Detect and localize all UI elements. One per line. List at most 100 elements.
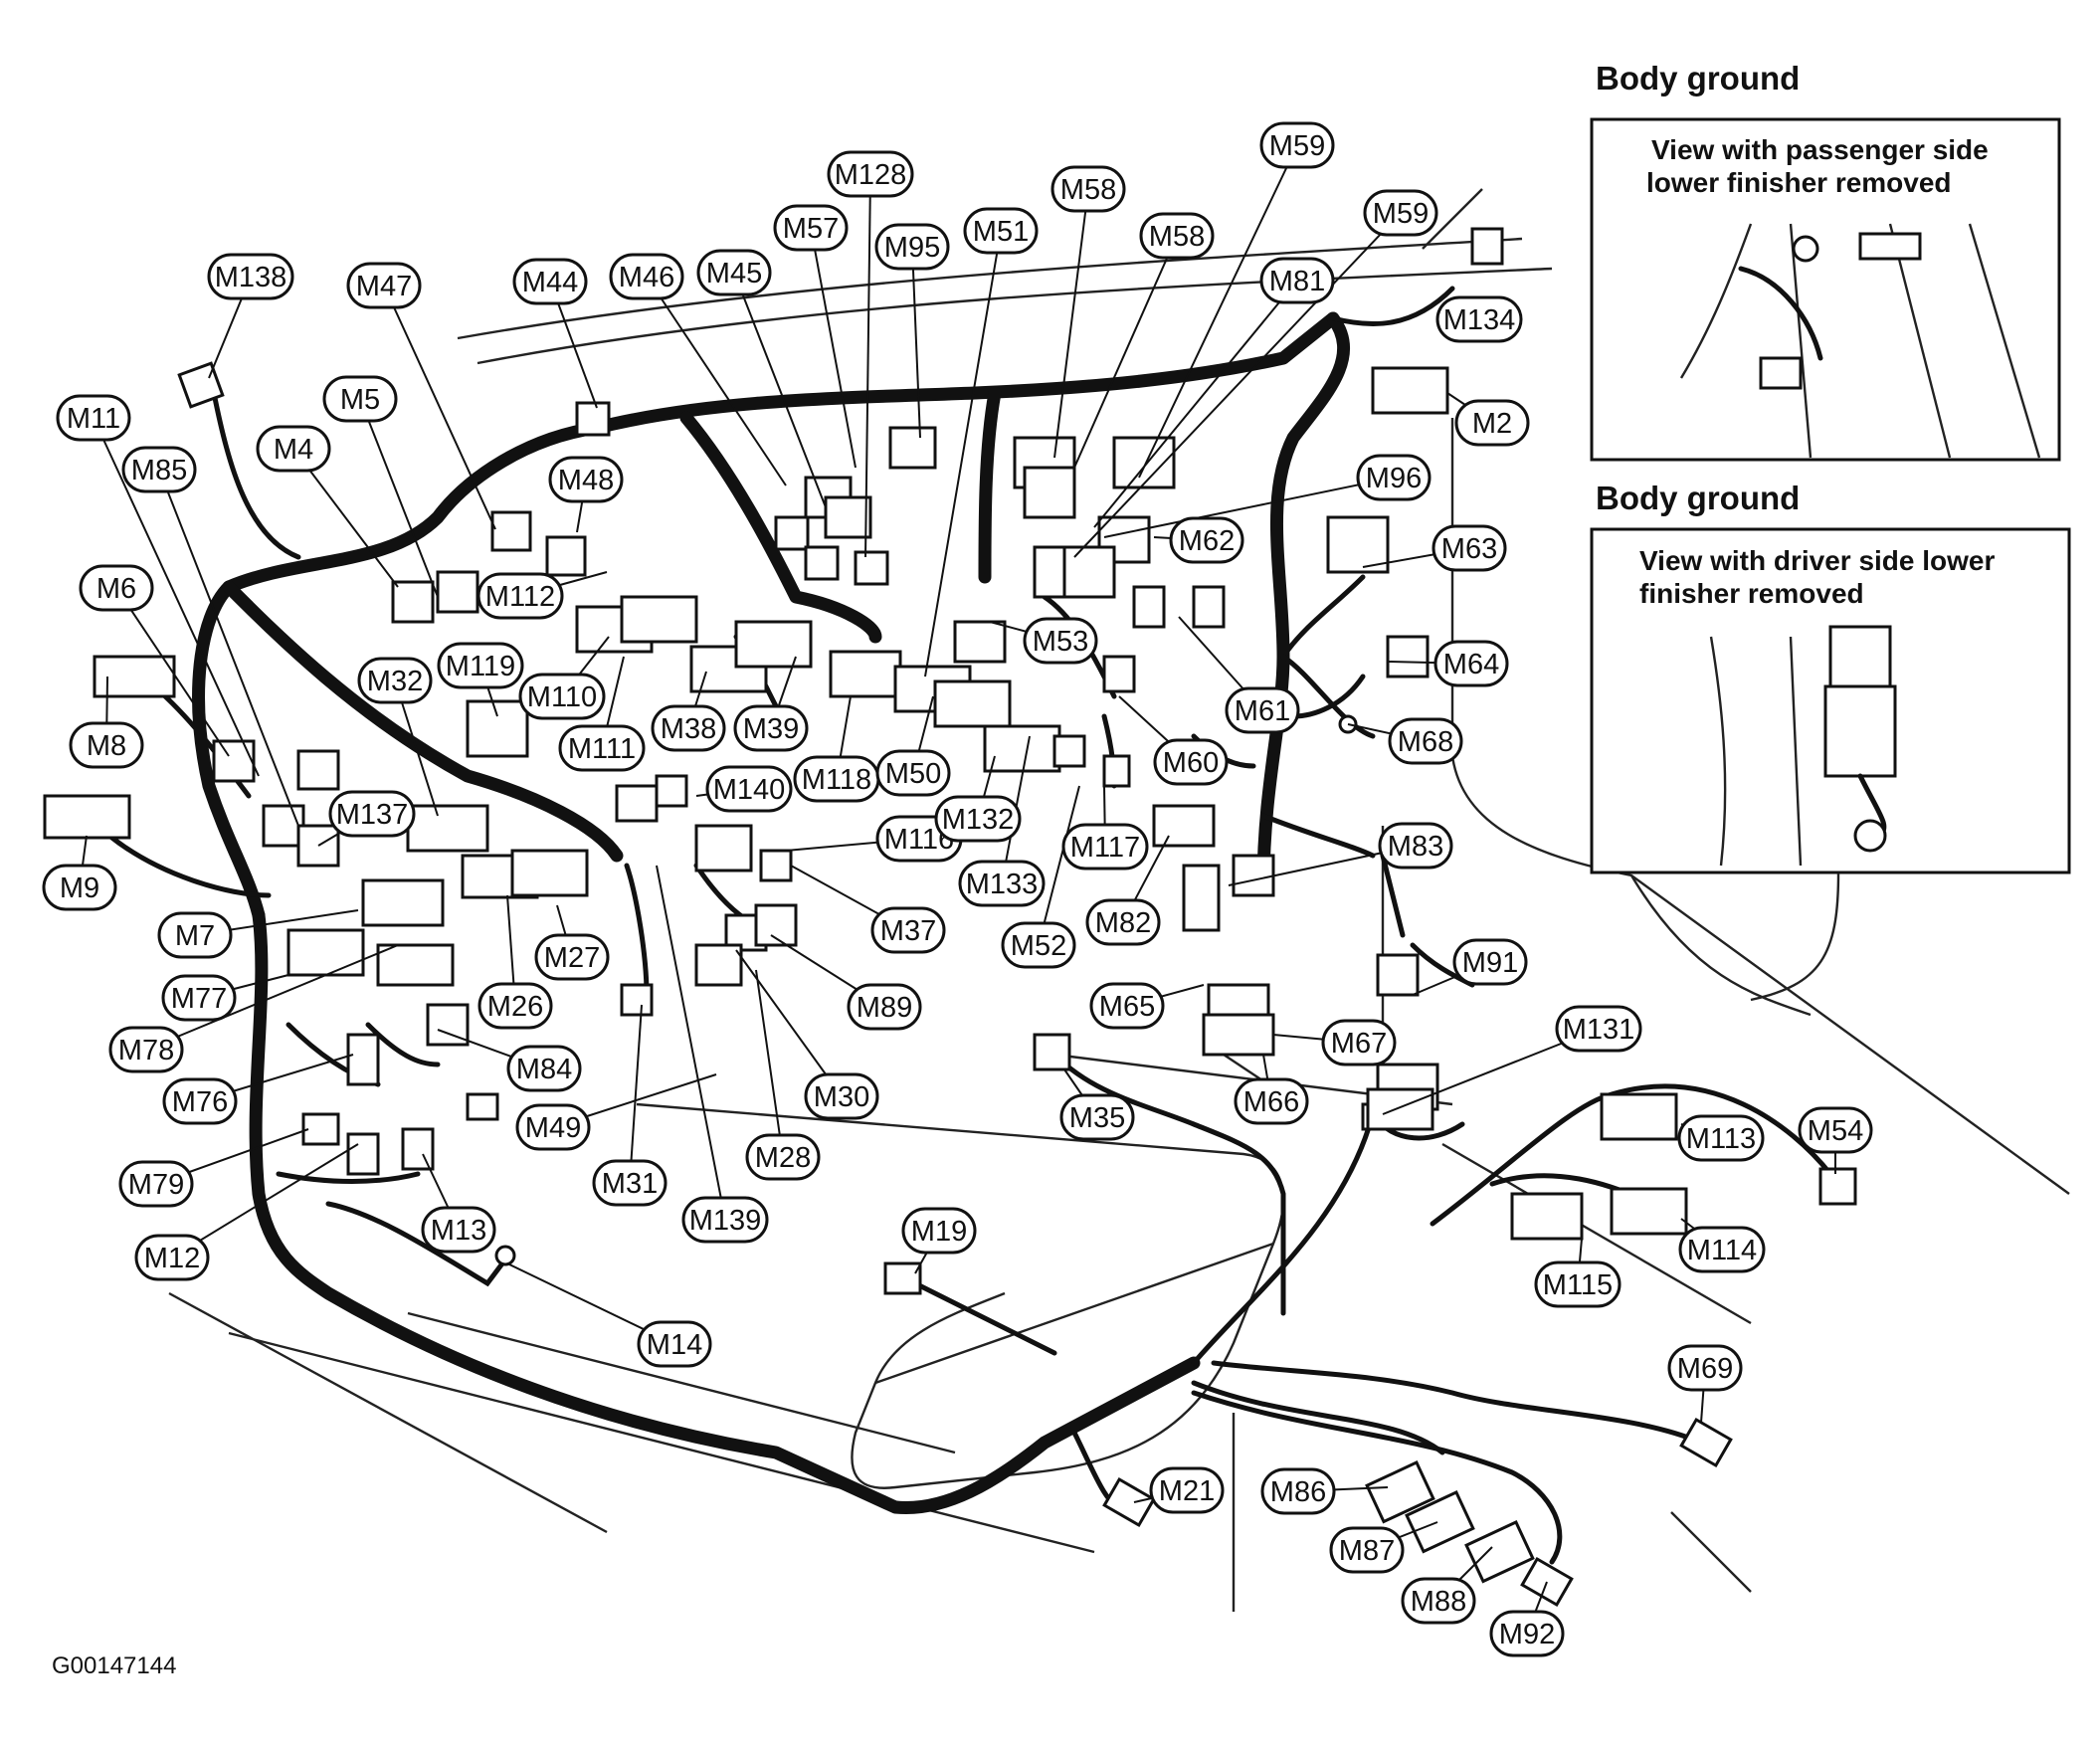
connector-callout: M96 <box>1356 454 1432 501</box>
connector-callout: M49 <box>515 1103 591 1151</box>
connector-callout: M51 <box>963 207 1039 255</box>
callout-bubble <box>1259 257 1335 304</box>
callout-bubble <box>901 1207 977 1255</box>
connector-bodies <box>43 227 1857 1608</box>
callout-bubble <box>518 673 606 720</box>
connector-label: M9 <box>60 872 99 904</box>
callout-bubble <box>1677 1114 1765 1162</box>
connector-callout: M19 <box>901 1207 977 1255</box>
connector-callout: M2 <box>1454 399 1530 447</box>
connector-label: M13 <box>431 1215 486 1247</box>
callout-bubble <box>134 1234 210 1281</box>
callout-bubble <box>1169 516 1244 564</box>
connector-label: M89 <box>857 992 912 1024</box>
leader-line <box>629 1004 643 1184</box>
connector-label: M114 <box>1687 1235 1757 1266</box>
callout-bubble <box>1059 1093 1135 1141</box>
callout-bubble <box>118 1160 194 1208</box>
callout-bubble <box>548 456 624 503</box>
connector-callout: M59 <box>1363 189 1438 237</box>
connector-label: M4 <box>274 434 313 466</box>
callout-bubble <box>745 1133 821 1181</box>
callout-bubble <box>958 860 1046 907</box>
leader-line <box>1138 144 1298 479</box>
connector-callout: M39 <box>733 704 809 752</box>
connector-label: M92 <box>1499 1619 1555 1650</box>
connector-label: M32 <box>367 666 423 697</box>
connector-callout: M132 <box>934 795 1022 843</box>
connector-label: M12 <box>144 1243 200 1274</box>
callout-bubble <box>121 446 197 493</box>
callout-bubble <box>1225 686 1300 734</box>
leader-line <box>1073 212 1402 558</box>
connector-label: M96 <box>1366 463 1422 494</box>
connector-label: M53 <box>1033 626 1088 658</box>
connector-label: M76 <box>172 1086 228 1118</box>
connector-callout: M137 <box>328 790 416 838</box>
connector-callout: M115 <box>1534 1260 1622 1308</box>
callout-bubble <box>79 564 154 612</box>
connector-label: M78 <box>118 1035 174 1066</box>
connector-callout: M58 <box>1139 212 1215 260</box>
connector-callout: M83 <box>1378 822 1453 870</box>
connector-callout: M6 <box>79 564 154 612</box>
connector-callout: M78 <box>108 1026 184 1073</box>
callout-bubble <box>56 394 131 442</box>
callout-bubble <box>162 1077 238 1125</box>
callout-bubble <box>1149 1466 1225 1514</box>
connector-callout: M35 <box>1059 1093 1135 1141</box>
leader-line <box>158 469 299 827</box>
callout-bubble <box>207 253 294 300</box>
connector-callout: M69 <box>1667 1344 1743 1392</box>
callout-bubble <box>1534 1260 1622 1308</box>
connector-callout: M138 <box>207 253 294 300</box>
callout-bubble <box>346 262 422 309</box>
connector-callout: M65 <box>1089 982 1165 1030</box>
callout-bubble <box>870 906 946 954</box>
connector-callout: M117 <box>1061 823 1149 871</box>
inset-passenger-side: Body ground View with passenger side low… <box>1590 60 2061 462</box>
connector-label: M8 <box>87 730 126 762</box>
connector-callout: M44 <box>512 258 588 305</box>
connector-callout: M50 <box>875 749 951 797</box>
leader-line <box>383 285 496 530</box>
callout-bubble <box>477 982 553 1030</box>
callout-bubble <box>322 375 398 423</box>
leader-line <box>171 1143 359 1259</box>
connector-label: M31 <box>602 1168 658 1200</box>
callout-bubble <box>1329 1526 1405 1574</box>
connector-callout: M89 <box>847 983 922 1031</box>
figure-reference-id: G00147144 <box>52 1652 176 1679</box>
leader-line <box>1103 477 1395 538</box>
callout-bubble <box>256 425 331 473</box>
connector-callout: M76 <box>162 1077 238 1125</box>
connector-callout: M45 <box>696 249 772 296</box>
connector-callout: M27 <box>534 933 610 981</box>
connector-label: M62 <box>1179 525 1235 557</box>
connector-callout: M12 <box>134 1234 210 1281</box>
connector-label: M44 <box>522 267 578 298</box>
callout-bubble <box>161 974 237 1022</box>
connector-label: M84 <box>516 1054 572 1085</box>
callout-bubble <box>477 572 564 620</box>
connector-callout: M114 <box>1678 1226 1766 1273</box>
inset-2-caption-line-1: View with driver side lower <box>1639 545 1995 576</box>
connector-label: M65 <box>1099 991 1155 1023</box>
connector-callout: M79 <box>118 1160 194 1208</box>
callout-bubble <box>534 933 610 981</box>
connector-callout: M77 <box>161 974 237 1022</box>
connector-callout: M7 <box>157 911 233 959</box>
connector-label: M91 <box>1462 947 1518 979</box>
callout-bubble <box>1433 640 1509 687</box>
callout-bubble <box>1489 1610 1565 1657</box>
connector-label: M26 <box>487 991 543 1023</box>
connector-label: M69 <box>1677 1353 1733 1385</box>
leader-line <box>656 865 726 1221</box>
connector-label: M66 <box>1243 1086 1299 1118</box>
connector-label: M140 <box>713 774 786 806</box>
connector-label: M30 <box>814 1081 869 1113</box>
connector-label: M119 <box>446 651 515 682</box>
connector-label: M21 <box>1159 1475 1215 1507</box>
connector-callout: M38 <box>651 704 726 752</box>
